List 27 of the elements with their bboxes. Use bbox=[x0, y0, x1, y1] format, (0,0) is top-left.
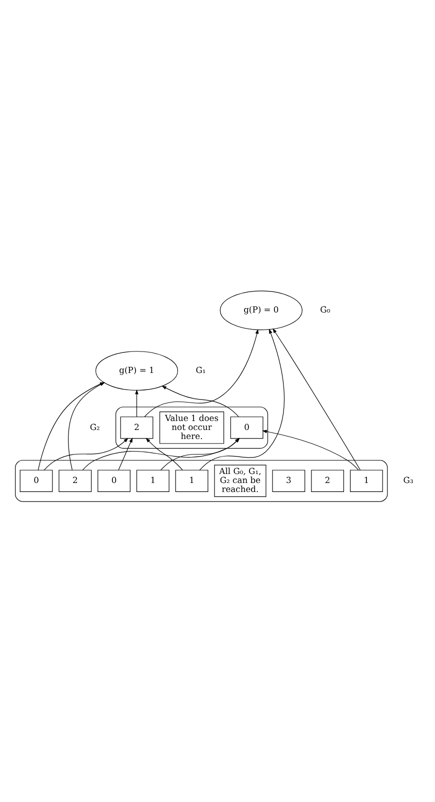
arrow bbox=[144, 328, 259, 417]
node-label: G₃ bbox=[403, 474, 414, 485]
cluster bbox=[15, 459, 388, 502]
arrow bbox=[135, 388, 138, 417]
node-box: 3 bbox=[272, 469, 306, 492]
node-box: 0 bbox=[98, 469, 130, 492]
arrow bbox=[272, 328, 361, 470]
arrow bbox=[262, 429, 359, 470]
arrow bbox=[162, 385, 239, 417]
node-box: 0 bbox=[230, 416, 264, 438]
node-label: G₁ bbox=[196, 364, 206, 375]
node-box: 1 bbox=[136, 469, 170, 492]
node-box: 0 bbox=[20, 469, 53, 492]
node-box: 2 bbox=[311, 469, 344, 492]
node-box: 2 bbox=[120, 416, 154, 438]
node-label: G₀ bbox=[320, 304, 330, 314]
arrow bbox=[199, 328, 285, 470]
node-box: Value 1 does not occur here. bbox=[159, 411, 224, 444]
arrow bbox=[146, 437, 183, 470]
arrow bbox=[118, 437, 133, 470]
node-label: G₂ bbox=[90, 421, 100, 432]
node-box: 1 bbox=[350, 469, 383, 492]
arrow bbox=[44, 437, 128, 470]
node-box: 1 bbox=[175, 469, 208, 492]
node-box: All G₀, G₁, G₂ can be reached. bbox=[214, 464, 266, 497]
node-ellipse: g(P) = 0 bbox=[220, 290, 302, 330]
node-box: 2 bbox=[58, 469, 92, 492]
